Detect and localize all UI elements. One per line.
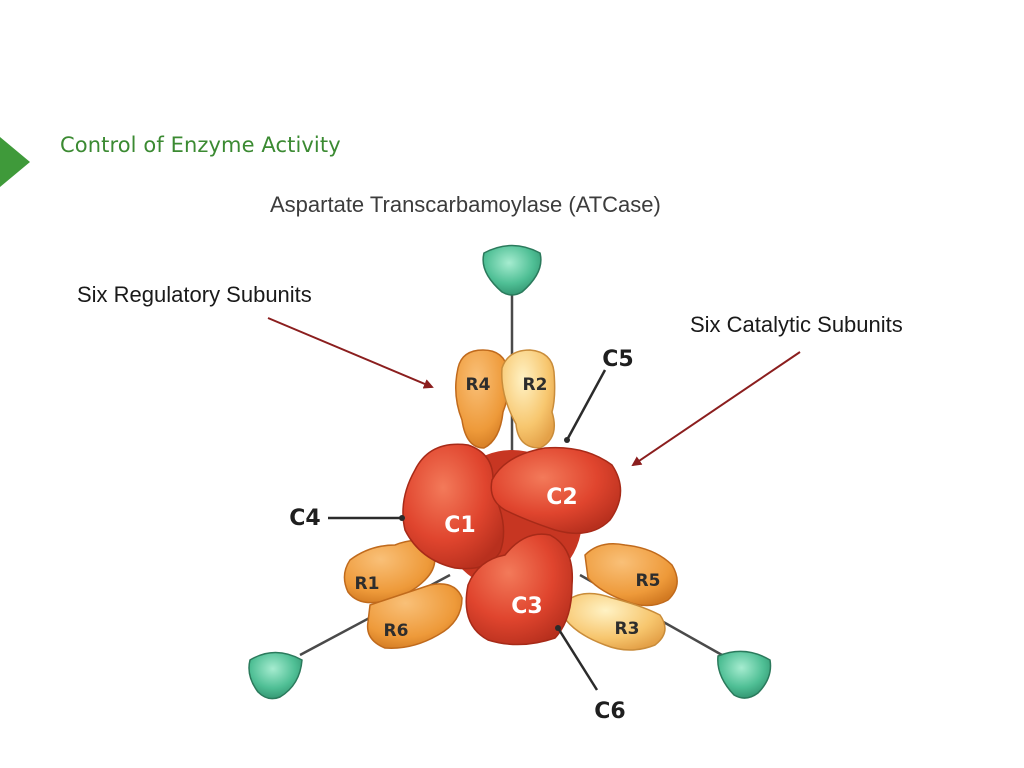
catalytic-subunit-c3 [465, 533, 574, 646]
zinc-domain-left [248, 651, 303, 700]
label-c6: C6 [594, 699, 625, 724]
diagram-subtitle: Aspartate Transcarbamoylase (ATCase) [270, 192, 661, 217]
regulatory-subunit-r6 [366, 583, 463, 649]
label-r2: R2 [523, 375, 548, 395]
label-c1: C1 [444, 513, 475, 538]
regulatory-subunit-r3 [565, 592, 666, 651]
regulatory-subunit-r1 [343, 539, 436, 604]
leader-dot-c4 [399, 515, 405, 521]
regulatory-subunit-r5 [584, 543, 678, 607]
leader-dot-c5 [564, 437, 570, 443]
catalytic-subunit-c1 [402, 443, 505, 570]
regulatory-subunits-callout: Six Regulatory Subunits [77, 282, 312, 307]
label-r5: R5 [636, 571, 661, 591]
label-r1: R1 [355, 574, 380, 594]
label-c2: C2 [546, 485, 577, 510]
label-r6: R6 [384, 621, 409, 641]
leader-line-c5 [565, 369, 607, 441]
label-r4: R4 [466, 375, 491, 395]
regulatory-subunit-r4 [455, 349, 510, 449]
section-title: Control of Enzyme Activity [60, 133, 341, 157]
regulatory-callout-arrow [267, 317, 434, 389]
catalytic-subunit-c2 [490, 446, 622, 535]
zinc-domain-top [482, 244, 542, 296]
regulatory-subunit-r2 [501, 349, 556, 449]
leader-dot-c6 [555, 625, 561, 631]
catalytic-callout-arrow [631, 351, 801, 467]
catalytic-subunits-callout: Six Catalytic Subunits [690, 312, 903, 337]
slide-marker-arrow [0, 137, 30, 187]
label-c4: C4 [289, 506, 320, 531]
label-c3: C3 [511, 594, 542, 619]
label-r3: R3 [615, 619, 640, 639]
label-c5: C5 [602, 347, 633, 372]
zinc-domain-right [717, 650, 772, 699]
leader-line-c6 [556, 627, 599, 691]
